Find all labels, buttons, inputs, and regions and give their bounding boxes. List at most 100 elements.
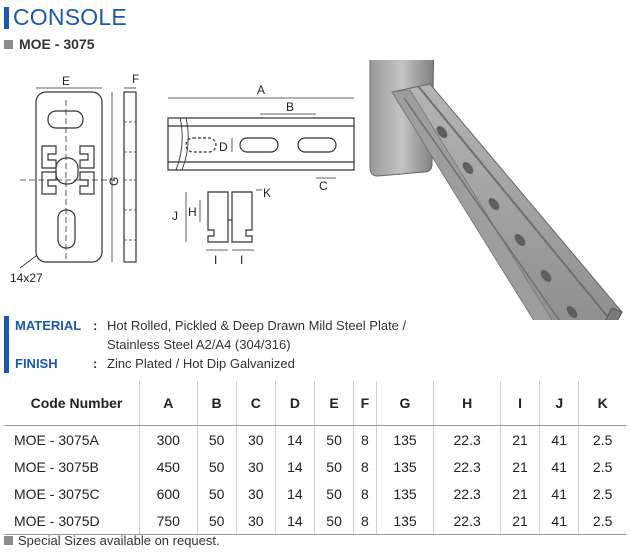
table-cell: 21 (500, 453, 541, 480)
table-cell: 30 (236, 453, 276, 480)
table-cell: 50 (314, 480, 355, 507)
dim-d-label: D (219, 140, 228, 154)
column-header: A (139, 381, 198, 426)
table-cell: 8 (353, 425, 377, 453)
column-header: Code Number (4, 381, 140, 426)
material-accent-bar-2 (4, 335, 9, 354)
table-cell: 50 (197, 507, 237, 535)
table-cell: 8 (353, 480, 377, 507)
table-cell: 21 (500, 425, 541, 453)
table-cell: 14 (275, 480, 316, 507)
table-cell: 750 (139, 507, 198, 535)
dim-e-label: E (62, 74, 70, 88)
channel-profile (207, 191, 253, 243)
bullet-square-icon (4, 536, 13, 545)
dimensions-table: Code Number A B C D E F G H I J K MOE - … (4, 381, 626, 535)
table-cell: 22.3 (433, 507, 501, 535)
table-cell: MOE - 3075B (4, 453, 140, 480)
column-header: J (539, 381, 580, 426)
plate-front-view (20, 91, 115, 263)
column-header: C (236, 381, 276, 426)
table-cell: 30 (236, 480, 276, 507)
table-cell: 600 (139, 480, 198, 507)
column-header: B (197, 381, 237, 426)
material-label: MATERIAL (15, 318, 82, 333)
finish-label: FINISH (15, 356, 58, 371)
table-cell: 135 (376, 480, 435, 507)
dim-f-label: F (132, 72, 139, 86)
column-header: E (314, 381, 355, 426)
footnote-text: Special Sizes available on request. (18, 533, 220, 548)
dim-g-label: G (107, 177, 121, 186)
table-cell: 30 (236, 507, 276, 535)
dim-i-label-2: I (240, 253, 243, 267)
finish-colon: : (93, 356, 98, 371)
table-row: MOE - 3075D 750 50 30 14 50 8 135 22.3 2… (4, 507, 626, 535)
technical-drawings: E G 14x27 F A B D C J H K I (10, 60, 623, 320)
dim-c-label: C (319, 179, 328, 193)
table-cell: 300 (139, 425, 198, 453)
column-header: K (578, 381, 626, 426)
table-cell: 50 (197, 453, 237, 480)
plate-side-view (123, 91, 137, 263)
table-cell: 2.5 (592, 431, 613, 448)
finish-accent-bar (4, 354, 9, 373)
table-cell: 135 (376, 425, 435, 453)
table-cell: 50 (314, 425, 355, 453)
table-cell: 135 (376, 507, 435, 535)
finish-value: Zinc Plated / Hot Dip Galvanized (107, 356, 295, 371)
table-cell: 8 (353, 453, 377, 480)
table-cell: MOE - 3075D (4, 507, 140, 535)
dim-i-label-1: I (214, 253, 217, 267)
table-cell: 14 (275, 453, 316, 480)
table-cell: MOE - 3075C (4, 480, 140, 507)
table-cell: 8 (353, 507, 377, 535)
table-cell: 41 (539, 480, 580, 507)
specification: MATERIAL : Hot Rolled, Pickled & Deep Dr… (4, 316, 406, 373)
material-value-line-1: Hot Rolled, Pickled & Deep Drawn Mild St… (107, 318, 407, 333)
material-accent-bar (4, 316, 9, 335)
table-cell: 14 (275, 425, 316, 453)
table-header-row: Code Number A B C D E F G H I J K (4, 381, 626, 426)
table-cell: 22.3 (433, 453, 501, 480)
model-code: MOE - 3075 (19, 36, 95, 52)
table-cell: 21 (500, 480, 541, 507)
arm-top-view (167, 117, 355, 171)
bullet-square-icon (4, 39, 13, 49)
table-row: MOE - 3075C 600 50 30 14 50 8 135 22.3 2… (4, 480, 626, 507)
table-cell: 2.5 (592, 485, 613, 502)
dim-b-label: B (286, 100, 294, 114)
title-accent-bar (4, 6, 9, 29)
table-cell: 50 (314, 453, 355, 480)
column-header: G (376, 381, 435, 426)
table-cell: 50 (314, 507, 355, 535)
footnote: Special Sizes available on request. (4, 533, 220, 548)
material-value-line-2: Stainless Steel A2/A4 (304/316) (107, 337, 291, 352)
dim-k-label: K (263, 186, 271, 200)
header: CONSOLE MOE - 3075 (4, 4, 127, 52)
table-cell: 22.3 (433, 480, 501, 507)
table-cell: 2.5 (592, 458, 613, 475)
table-cell: 50 (197, 480, 237, 507)
table-cell: 450 (139, 453, 198, 480)
column-header: F (353, 381, 377, 426)
page-title: CONSOLE (13, 4, 127, 30)
console-bracket-photo (369, 60, 623, 320)
table-cell: MOE - 3075A (4, 425, 140, 453)
material-colon: : (93, 318, 98, 333)
table-row: MOE - 3075A 300 50 30 14 50 8 135 22.3 2… (4, 425, 626, 453)
table-cell: 21 (500, 507, 541, 535)
table-cell: 135 (376, 453, 435, 480)
hole-size-label: 14x27 (10, 271, 43, 285)
dim-h-label: H (188, 205, 197, 219)
table-row: MOE - 3075B 450 50 30 14 50 8 135 22.3 2… (4, 453, 626, 480)
dim-a-label: A (257, 83, 265, 97)
table-cell: 41 (539, 453, 580, 480)
table-cell: 41 (539, 425, 580, 453)
table-cell: 41 (539, 507, 580, 535)
column-header: D (275, 381, 316, 426)
column-header: I (500, 381, 541, 426)
dim-j-label: J (172, 209, 178, 223)
table-cell: 50 (197, 425, 237, 453)
table-cell: 14 (275, 507, 316, 535)
